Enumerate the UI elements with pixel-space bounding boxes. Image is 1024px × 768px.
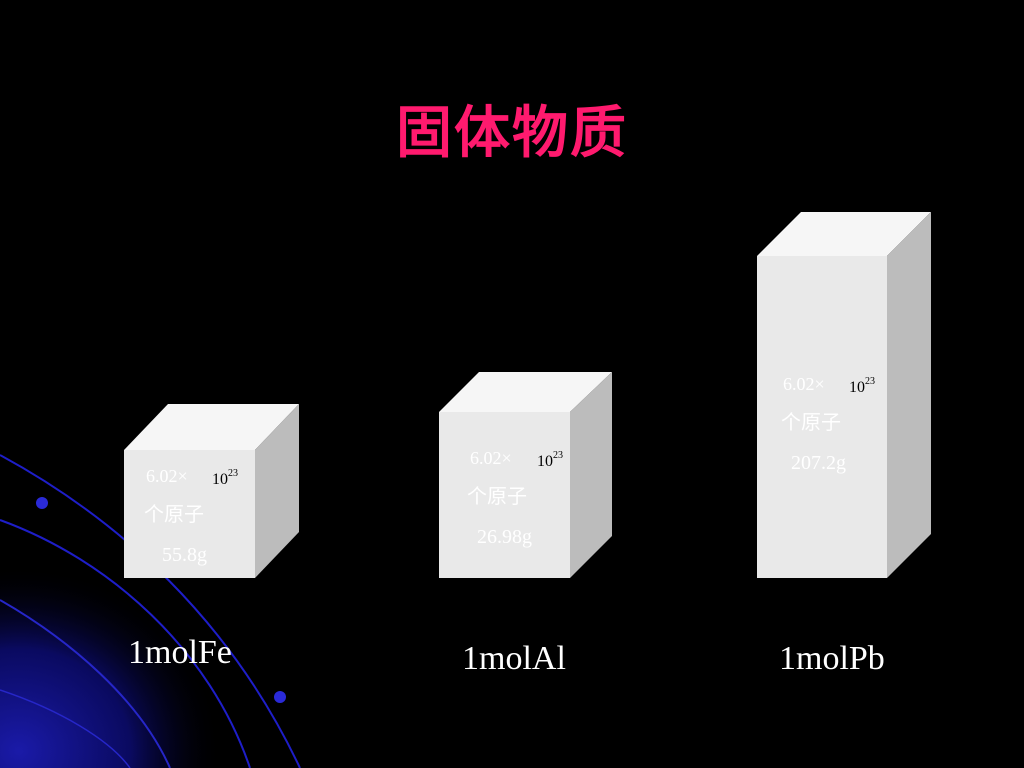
cube-label-fe: 1molFe <box>128 634 232 671</box>
atom-unit: 个原子 <box>467 484 527 508</box>
cube-label-pb: 1molPb <box>779 640 885 677</box>
atom-count: 6.02× <box>783 374 825 394</box>
cube-fe-faces <box>124 404 299 578</box>
power-of-ten: 1023 <box>849 376 875 396</box>
atom-unit: 个原子 <box>781 410 841 434</box>
atom-count: 6.02× <box>470 448 512 468</box>
atom-unit: 个原子 <box>144 502 204 526</box>
cube-label-al: 1molAl <box>462 640 566 677</box>
cube-al: 6.02× 1023 个原子 26.98g <box>439 372 612 578</box>
dot-icon <box>274 691 286 703</box>
power-of-ten: 1023 <box>212 468 238 488</box>
mass-value: 207.2g <box>791 452 846 474</box>
cube-al-faces <box>439 372 612 578</box>
cube-pb-faces <box>757 212 931 578</box>
dot-icon <box>36 497 48 509</box>
power-of-ten: 1023 <box>537 450 563 470</box>
cube-pb: 6.02× 1023 个原子 207.2g <box>757 212 931 578</box>
mass-value: 55.8g <box>162 544 207 566</box>
atom-count: 6.02× <box>146 466 188 486</box>
mass-value: 26.98g <box>477 526 532 548</box>
page-title: 固体物质 <box>396 101 628 166</box>
cube-fe: 6.02× 1023 个原子 55.8g <box>124 404 299 578</box>
